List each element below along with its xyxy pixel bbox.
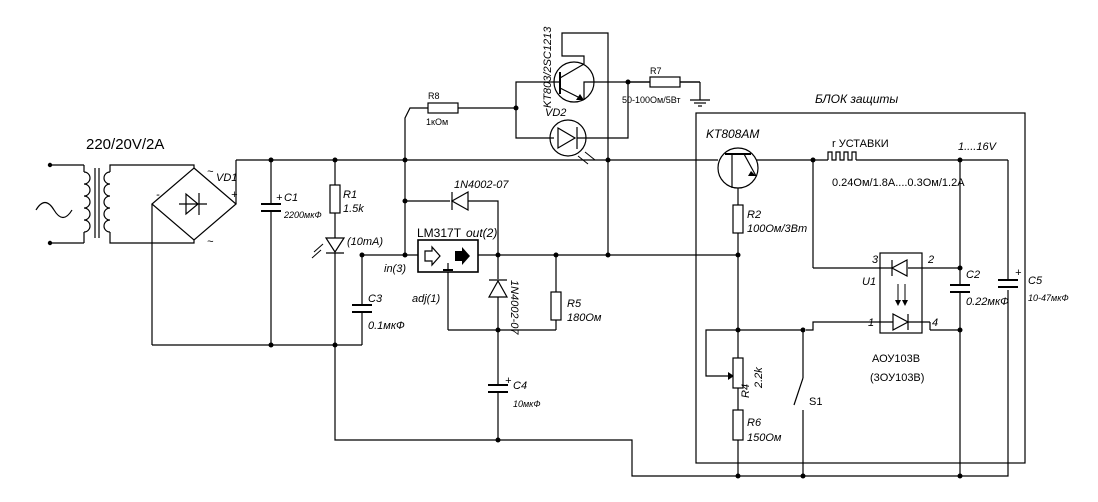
svg-text:(10mA): (10mA) bbox=[347, 236, 383, 248]
transformer: 220/20V/2A bbox=[83, 136, 195, 244]
svg-text:r УСТАВКИ: r УСТАВКИ bbox=[832, 138, 889, 150]
svg-text:10мкФ: 10мкФ bbox=[513, 399, 541, 409]
transistor-kt803: KT803/2SC1213 bbox=[515, 26, 700, 255]
bridge-minus-label: - bbox=[156, 189, 160, 201]
svg-text:180Ом: 180Ом bbox=[567, 312, 602, 324]
svg-text:VD2: VD2 bbox=[545, 107, 566, 119]
svg-text:R1: R1 bbox=[343, 189, 357, 201]
svg-text:50-100Ом/5Вт: 50-100Ом/5Вт bbox=[622, 95, 681, 105]
svg-text:2: 2 bbox=[927, 254, 934, 266]
svg-text:2200мкФ: 2200мкФ bbox=[283, 210, 322, 220]
svg-text:0.22мкФ: 0.22мкФ bbox=[966, 296, 1009, 308]
svg-text:R8: R8 bbox=[428, 91, 440, 101]
svg-text:KT803/2SC1213: KT803/2SC1213 bbox=[542, 26, 554, 108]
svg-text:1....16V: 1....16V bbox=[958, 141, 998, 153]
svg-text:1N4002-07: 1N4002-07 bbox=[454, 179, 509, 191]
transformer-rating: 220/20V/2A bbox=[86, 136, 164, 153]
svg-text:100Ом/3Вт: 100Ом/3Вт bbox=[747, 223, 807, 235]
svg-text:R7: R7 bbox=[650, 66, 662, 76]
led-vd2: VD2 bbox=[515, 82, 629, 165]
svg-text:LM317T: LM317T bbox=[417, 226, 462, 240]
svg-text:U1: U1 bbox=[862, 276, 876, 288]
svg-text:1.5k: 1.5k bbox=[343, 203, 364, 215]
svg-text:C4: C4 bbox=[513, 380, 527, 392]
svg-text:R2: R2 bbox=[747, 209, 761, 221]
diode-bridge: - + ~ ~ VD1 bbox=[151, 166, 238, 248]
svg-text:S1: S1 bbox=[809, 396, 822, 408]
svg-text:10-47мкФ: 10-47мкФ bbox=[1028, 293, 1069, 303]
svg-text:+: + bbox=[276, 192, 283, 204]
svg-text:1кОм: 1кОм bbox=[426, 117, 448, 127]
svg-text:1: 1 bbox=[868, 317, 874, 329]
protection-block: БЛОК защиты 1....16V KT808AM r УСТАВКИ 0… bbox=[695, 92, 1026, 479]
svg-text:C1: C1 bbox=[284, 192, 298, 204]
svg-text:0.24Ом/1.8А....0.3Ом/1.2А: 0.24Ом/1.8А....0.3Ом/1.2А bbox=[832, 177, 965, 189]
diode-top: 1N4002-07 bbox=[405, 179, 509, 255]
svg-text:KT808AM: KT808AM bbox=[706, 127, 759, 141]
led-indicator: (10mA) bbox=[311, 236, 383, 348]
svg-text:2.2k: 2.2k bbox=[753, 367, 765, 389]
resistor-r1: R1 1.5k bbox=[329, 160, 364, 238]
svg-text:C5: C5 bbox=[1028, 275, 1043, 287]
capacitor-c4: + C4 10мкФ bbox=[488, 375, 541, 440]
regulator-lm317: LM317T out(2) in(3) adj(1) bbox=[384, 226, 497, 330]
capacitor-c1: + C1 2200мкФ bbox=[261, 160, 322, 348]
svg-text:0.1мкФ: 0.1мкФ bbox=[368, 320, 405, 332]
capacitor-c3: C3 0.1мкФ bbox=[335, 255, 405, 346]
bridge-ac-label-top: ~ bbox=[207, 166, 214, 178]
svg-text:1N4002-07: 1N4002-07 bbox=[508, 280, 520, 335]
diode-right: 1N4002-07 bbox=[487, 255, 520, 385]
svg-text:+: + bbox=[505, 375, 512, 387]
resistor-r7: R7 50-100Ом/5Вт bbox=[622, 66, 710, 107]
svg-text:in(3): in(3) bbox=[384, 263, 406, 275]
bridge-ac-label-bottom: ~ bbox=[207, 236, 214, 248]
svg-text:АОУ103В: АОУ103В bbox=[872, 353, 920, 365]
bridge-plus-label: + bbox=[231, 189, 238, 201]
svg-text:+: + bbox=[1015, 267, 1022, 279]
svg-text:БЛОК защиты: БЛОК защиты bbox=[815, 92, 898, 106]
svg-text:(3ОУ103В): (3ОУ103В) bbox=[870, 372, 924, 384]
svg-text:C3: C3 bbox=[368, 293, 383, 305]
resistor-r8: R8 1кОм bbox=[404, 91, 519, 160]
svg-text:C2: C2 bbox=[966, 269, 980, 281]
svg-text:R6: R6 bbox=[747, 417, 762, 429]
bridge-ref: VD1 bbox=[216, 172, 237, 184]
svg-text:3: 3 bbox=[872, 254, 879, 266]
svg-text:R4: R4 bbox=[740, 384, 752, 398]
capacitor-c5: + C5 10-47мкФ bbox=[998, 267, 1069, 303]
ac-source bbox=[35, 162, 84, 246]
svg-text:150Ом: 150Ом bbox=[747, 432, 782, 444]
svg-text:adj(1): adj(1) bbox=[412, 293, 440, 305]
svg-text:R5: R5 bbox=[567, 298, 582, 310]
svg-text:4: 4 bbox=[932, 317, 938, 329]
svg-text:out(2): out(2) bbox=[466, 226, 497, 240]
resistor-r5: R5 180Ом bbox=[550, 255, 602, 330]
